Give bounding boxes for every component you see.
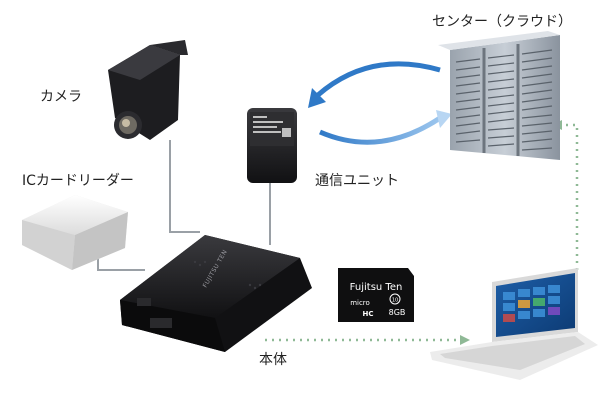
center-cloud-label: センター（クラウド） [432, 14, 572, 30]
dotted-arrowhead-laptop [460, 335, 470, 345]
ic-card-reader-label: ICカードリーダー [22, 173, 134, 189]
main-unit-device [120, 235, 312, 352]
sd-data-path [265, 123, 579, 342]
download-arrowhead [308, 88, 326, 108]
download-arrow [316, 61, 441, 97]
ic-card-reader-device [22, 195, 128, 270]
ic-reader-cable [97, 255, 145, 271]
sd-type: HC [363, 310, 374, 318]
upload-arrowhead [436, 110, 452, 128]
comm-unit-label: 通信ユニット [315, 173, 399, 189]
sd-capacity: 8GB [389, 308, 406, 317]
upload-arrow [319, 115, 442, 145]
camera-device [108, 40, 188, 140]
comm-unit-device [247, 108, 297, 183]
camera-label: カメラ [40, 89, 82, 105]
sd-brand: Fujitsu Ten [350, 282, 403, 293]
sd-class: 10 [392, 298, 398, 304]
sync-arrows [308, 61, 452, 145]
cables [97, 140, 271, 271]
server-rack [438, 31, 560, 160]
camera-cable [169, 140, 200, 233]
laptop-device [430, 268, 598, 380]
sd-class-badge [389, 293, 401, 305]
main-unit-label: 本体 [259, 352, 287, 368]
microsd-card: Fujitsu Ten micro HC 10 8GB [338, 268, 414, 322]
sd-logo: micro [350, 299, 370, 307]
